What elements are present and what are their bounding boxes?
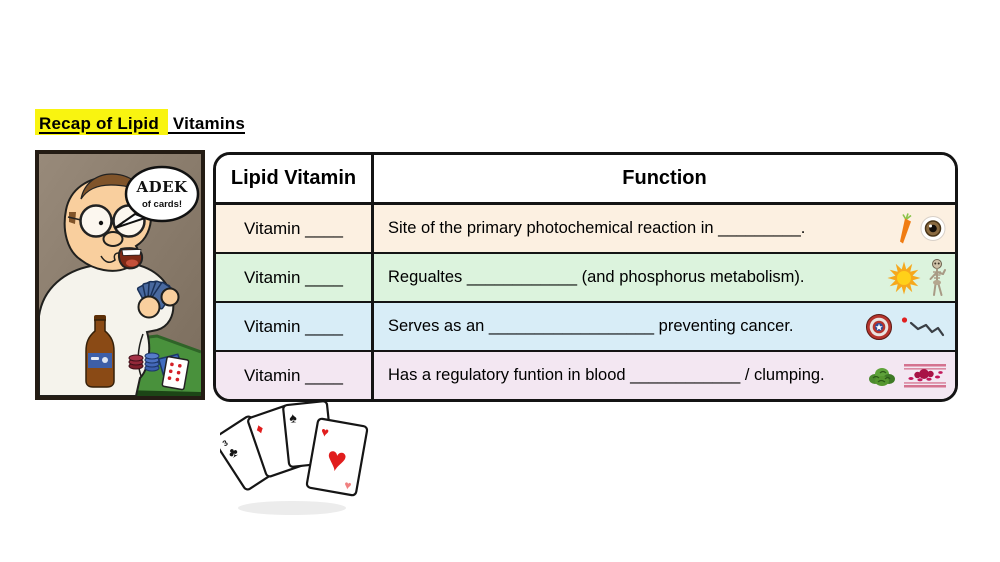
function-cell-2: Regualtes ____________ (and phosphorus m… — [374, 254, 955, 301]
skeleton-icon — [929, 258, 946, 296]
vitamin-cell-2: Vitamin ____ — [216, 254, 374, 301]
poker-chips — [128, 352, 160, 372]
function-cell-1: Site of the primary photochemical reacti… — [374, 205, 955, 252]
peter-hand — [137, 295, 161, 319]
table-row-1: Vitamin ____ Site of the primary photoch… — [216, 205, 955, 254]
card-hearts-corner-suit: ♥ — [320, 424, 330, 440]
function-cell-3: Serves as an __________________ preventi… — [374, 303, 955, 350]
peter-griffin-illustration: ADEK of cards! — [39, 154, 201, 396]
peter-hand — [160, 287, 180, 307]
cards-shadow — [238, 501, 346, 515]
function-text-1: Site of the primary photochemical reacti… — [388, 219, 806, 237]
table-row-3: Vitamin ____ Serves as an ______________… — [216, 303, 955, 352]
free-radical-icon — [901, 316, 945, 336]
beer-bottle — [85, 315, 115, 388]
cards-fan-illustration: 3 ♣ ♦ ♠ ♥ ♥ ♥ — [220, 402, 369, 515]
vitamins-table: Lipid Vitamin Function Vitamin ____ Site… — [213, 152, 958, 402]
peter-mouth — [117, 247, 144, 270]
row-4-icons — [867, 363, 946, 389]
blood-platelets-icon — [904, 363, 946, 387]
header-cell-function: Function — [374, 155, 955, 202]
leafy-greens-icon — [869, 367, 895, 386]
header-function-label: Function — [622, 167, 707, 189]
carrot-icon — [900, 212, 912, 243]
cards-on-table — [157, 353, 190, 391]
eye-icon — [920, 216, 946, 241]
peter-griffin-cartoon: ADEK of cards! — [35, 150, 205, 400]
header-lipid-vitamin-label: Lipid Vitamin — [230, 167, 357, 189]
page-title: Recap of Lipid Vitamins — [35, 109, 245, 135]
row-3-icons — [865, 313, 946, 341]
title-highlight: Recap of Lipid — [35, 109, 168, 135]
row-1-icons — [896, 212, 946, 245]
function-cell-4: Has a regulatory funtion in blood ______… — [374, 352, 955, 399]
table-row-2: Vitamin ____ Regualtes ____________ (and… — [216, 254, 955, 303]
vitamin-label-3: Vitamin ____ — [244, 316, 343, 336]
row-2-icons — [887, 258, 946, 297]
vitamin-cell-3: Vitamin ____ — [216, 303, 374, 350]
cards-fan-image: 3 ♣ ♦ ♠ ♥ ♥ ♥ — [220, 402, 375, 520]
vitamin-cell-4: Vitamin ____ — [216, 352, 374, 399]
table-header-row: Lipid Vitamin Function — [216, 155, 955, 205]
vitamin-label-1: Vitamin ____ — [244, 218, 343, 238]
vitamin-label-2: Vitamin ____ — [244, 267, 343, 287]
speech-bubble: ADEK of cards! — [114, 165, 200, 229]
bubble-text-of-cards: of cards! — [142, 199, 182, 210]
sun-icon — [887, 261, 921, 294]
card-hearts: ♥ ♥ ♥ — [305, 417, 369, 497]
held-cards — [136, 280, 180, 319]
title-rest: Vitamins — [167, 114, 245, 133]
bubble-text-adek: ADEK — [135, 178, 188, 196]
function-text-3: Serves as an __________________ preventi… — [388, 317, 794, 335]
card-diamonds-suit: ♦ — [253, 420, 265, 437]
function-text-2: Regualtes ____________ (and phosphorus m… — [388, 268, 805, 286]
peter-nose — [102, 231, 124, 247]
shield-icon — [866, 313, 892, 340]
header-cell-lipid-vitamin: Lipid Vitamin — [216, 155, 374, 202]
card-clubs-rank: 3 — [221, 438, 230, 448]
table-row-4: Vitamin ____ Has a regulatory funtion in… — [216, 352, 955, 399]
vitamin-cell-1: Vitamin ____ — [216, 205, 374, 252]
card-spades-suit: ♠ — [288, 409, 298, 426]
card-hearts-bottom-suit: ♥ — [343, 478, 352, 493]
vitamin-label-4: Vitamin ____ — [244, 365, 343, 385]
function-text-4: Has a regulatory funtion in blood ______… — [388, 366, 825, 384]
